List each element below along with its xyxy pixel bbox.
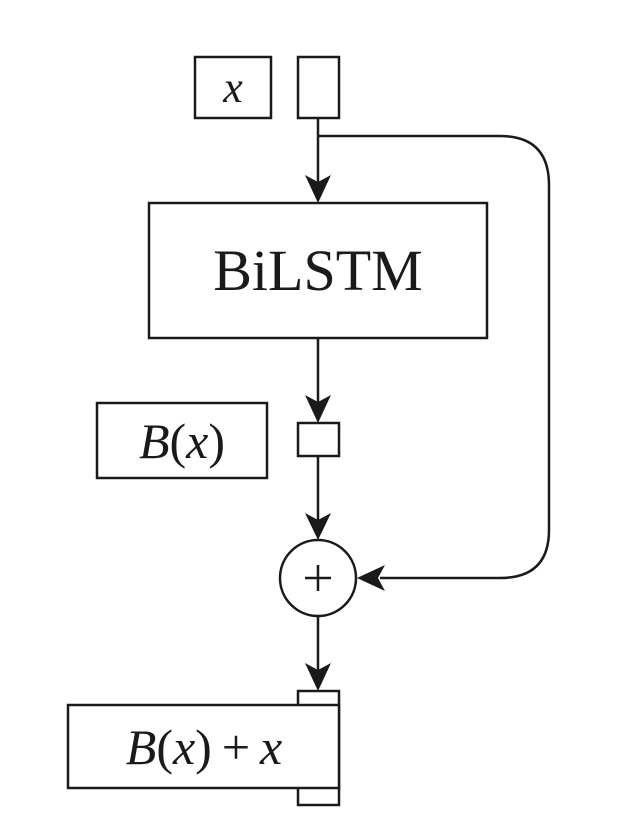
bilstm-block: BiLSTM: [147, 201, 489, 340]
edge-add-to-output: [305, 616, 331, 691]
bilstm-output-vector: [296, 421, 341, 458]
bilstm-label: BiLSTM: [213, 238, 423, 303]
add-node: [278, 538, 358, 618]
input-label: x: [193, 55, 273, 120]
final-output-label-text: B(x)+x: [126, 719, 282, 775]
final-output-label-box: [66, 703, 341, 790]
arrow-head-icon: [357, 565, 385, 591]
arrow-head-icon: [305, 513, 331, 540]
arrow-head-icon: [305, 175, 331, 203]
input-label-text: x: [222, 63, 243, 112]
arrow-head-icon: [305, 395, 331, 423]
edge-bilstm-to-output: [305, 338, 331, 423]
bilstm-output-label-text: B(x): [139, 413, 225, 469]
final-output-label: B(x)+x: [66, 703, 341, 790]
input-label-box: [193, 55, 273, 120]
arrow-head-icon: [305, 663, 331, 691]
edge-input-to-bilstm: [305, 118, 331, 203]
bilstm-output-label: B(x): [95, 401, 269, 480]
edge-skip-connection: [318, 134, 551, 591]
edge-output-to-add: [305, 456, 331, 540]
input-vector: [296, 55, 341, 120]
bilstm-output-label-box: [95, 401, 269, 480]
